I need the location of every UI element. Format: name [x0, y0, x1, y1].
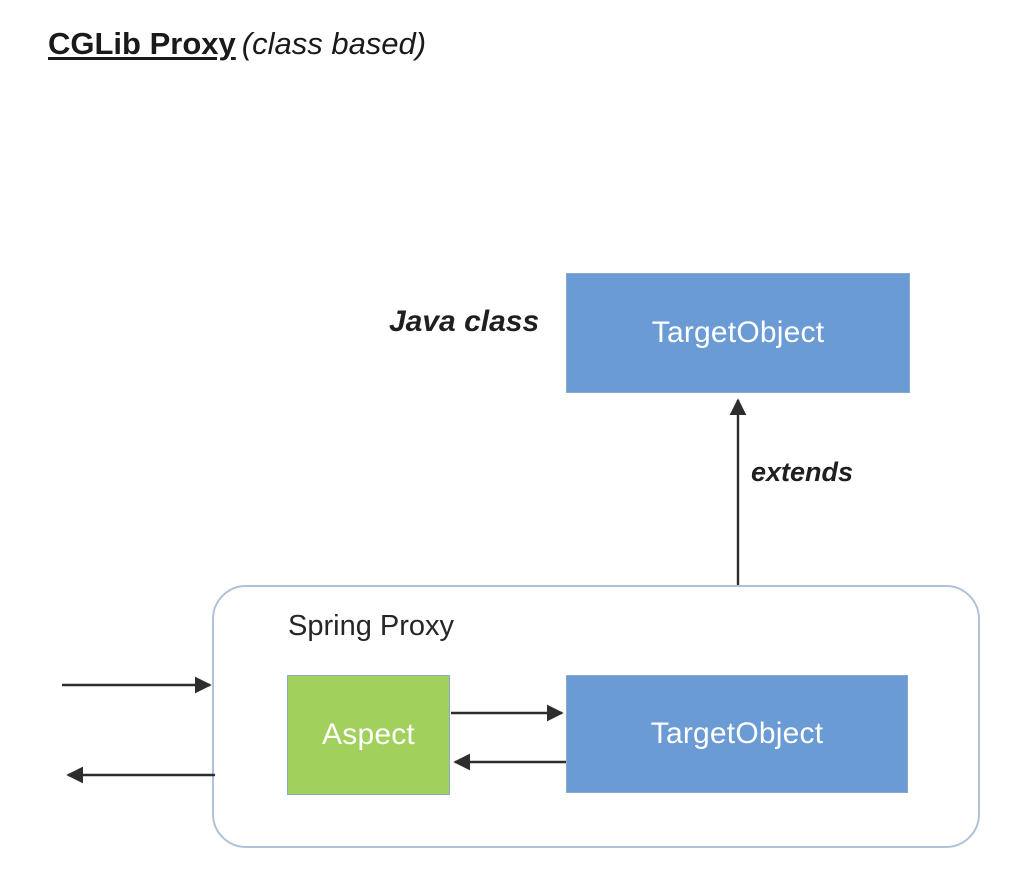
spring-proxy-container: [212, 585, 980, 848]
page-title-main: CGLib Proxy: [48, 26, 236, 61]
node-aspect: Aspect: [287, 675, 450, 795]
extends-label: extends: [751, 457, 854, 487]
node-target-object-top: TargetObject: [566, 273, 910, 393]
page-title-suffix: (class based): [241, 26, 427, 61]
spring-proxy-label: Spring Proxy: [288, 610, 455, 642]
java-class-label: Java class: [389, 305, 540, 338]
node-target-object-inner: TargetObject: [566, 675, 908, 793]
page-title: CGLib Proxy(class based): [48, 24, 426, 64]
